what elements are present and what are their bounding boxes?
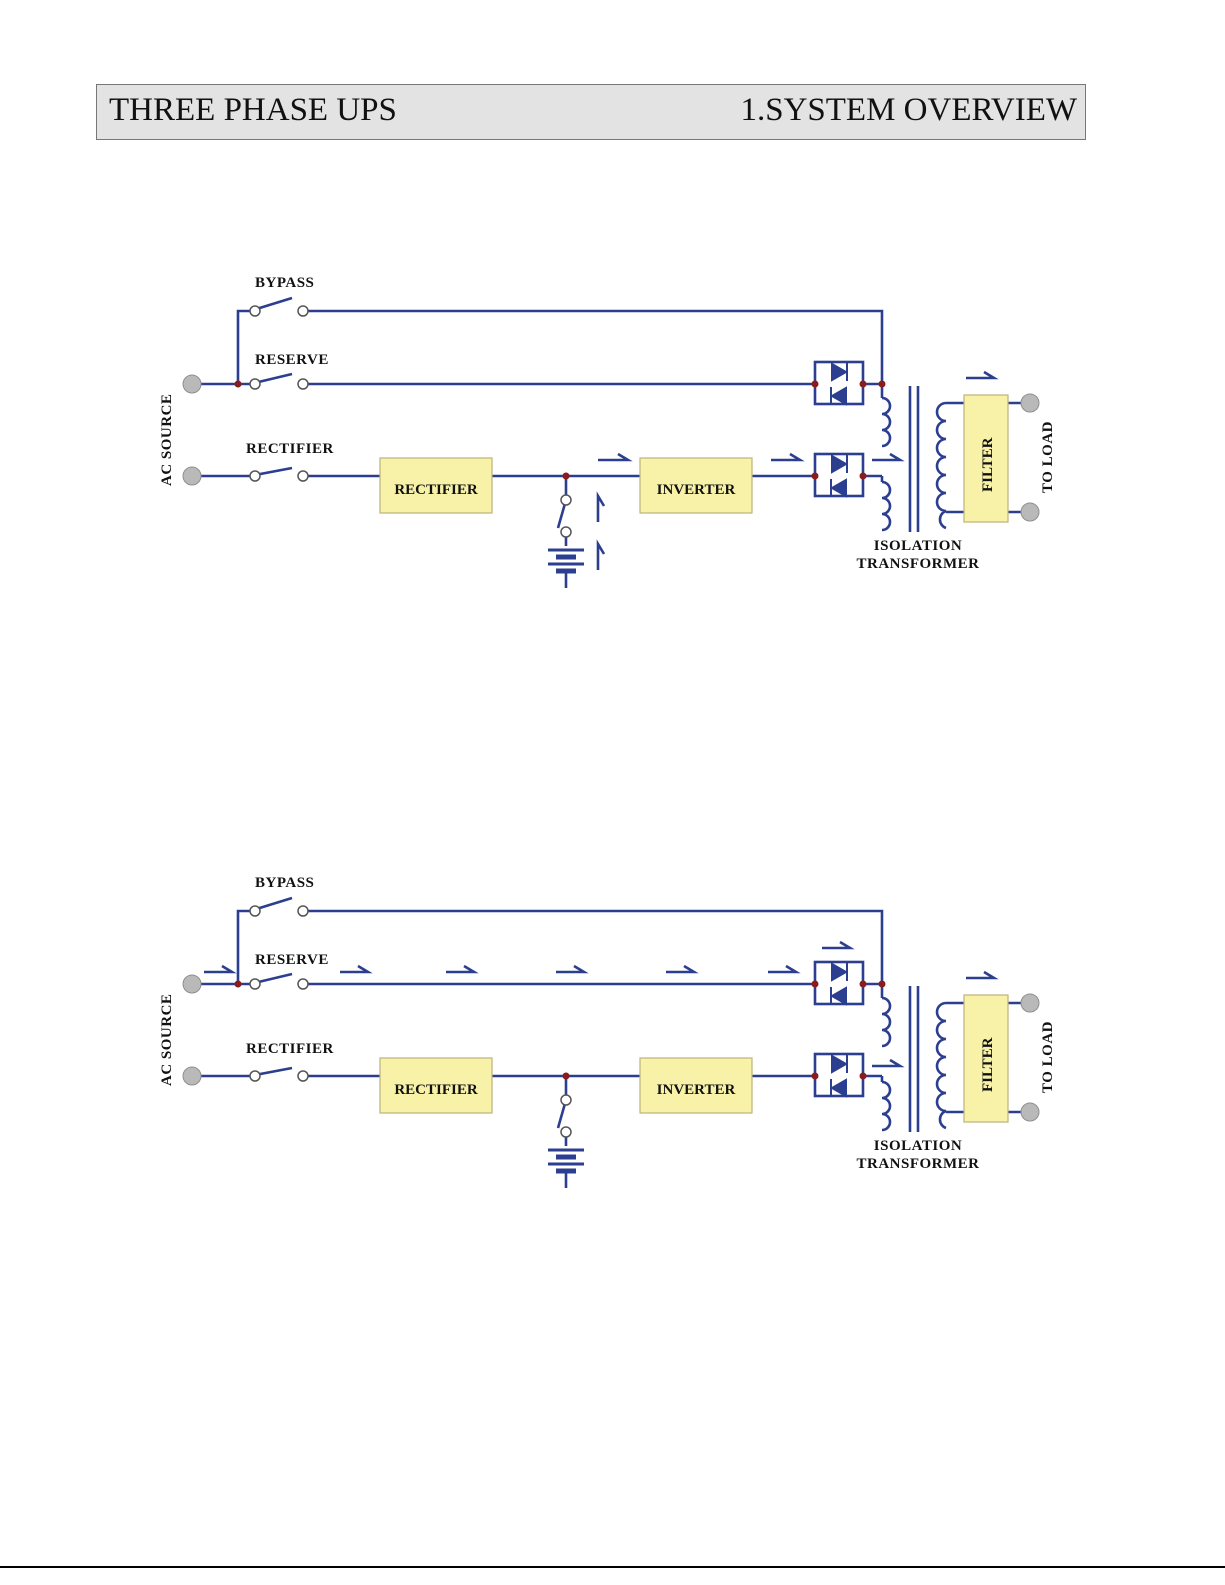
isolation-label: ISOLATION [874, 538, 962, 554]
filter-block-label: FILTER [980, 437, 996, 492]
header-section: 1.SYSTEM OVERVIEW [740, 92, 1077, 129]
footer-rule [0, 1566, 1225, 1568]
ac-terminal-reserve-icon [183, 975, 201, 993]
header-title: THREE PHASE UPS [109, 92, 397, 129]
load-terminal-bottom-icon [1021, 1103, 1039, 1121]
ups-diagram-reserve: BYPASS RESERVE RECTIFIER AC SOURCE RECTI… [0, 860, 1225, 1260]
ac-terminal-rectifier-icon [183, 1067, 201, 1085]
rectifier-switch-label: RECTIFIER [246, 441, 334, 457]
ac-terminal-reserve-icon [183, 375, 201, 393]
isolation-label: ISOLATION [874, 1138, 962, 1154]
transformer-label: TRANSFORMER [856, 1156, 979, 1172]
to-load-label: TO LOAD [1040, 1021, 1056, 1093]
inverter-block-label: INVERTER [657, 482, 736, 498]
load-terminal-top-icon [1021, 994, 1039, 1012]
bypass-label: BYPASS [255, 875, 314, 891]
to-load-label: TO LOAD [1040, 421, 1056, 493]
filter-block-label: FILTER [980, 1037, 996, 1092]
ac-source-label: AC SOURCE [159, 994, 175, 1086]
load-terminal-top-icon [1021, 394, 1039, 412]
rectifier-block-label: RECTIFIER [394, 482, 478, 498]
page-header: THREE PHASE UPS 1.SYSTEM OVERVIEW [96, 84, 1086, 140]
rectifier-switch-label: RECTIFIER [246, 1041, 334, 1057]
reserve-label: RESERVE [255, 352, 329, 368]
inverter-block-label: INVERTER [657, 1082, 736, 1098]
reserve-label: RESERVE [255, 952, 329, 968]
rectifier-block-label: RECTIFIER [394, 1082, 478, 1098]
ac-terminal-rectifier-icon [183, 467, 201, 485]
transformer-label: TRANSFORMER [856, 556, 979, 572]
ups-diagram-normal: BYPASS RESERVE RECTIFIER AC SOURCE RECTI… [0, 260, 1225, 660]
load-terminal-bottom-icon [1021, 503, 1039, 521]
bypass-label: BYPASS [255, 275, 314, 291]
ac-source-label: AC SOURCE [159, 394, 175, 486]
